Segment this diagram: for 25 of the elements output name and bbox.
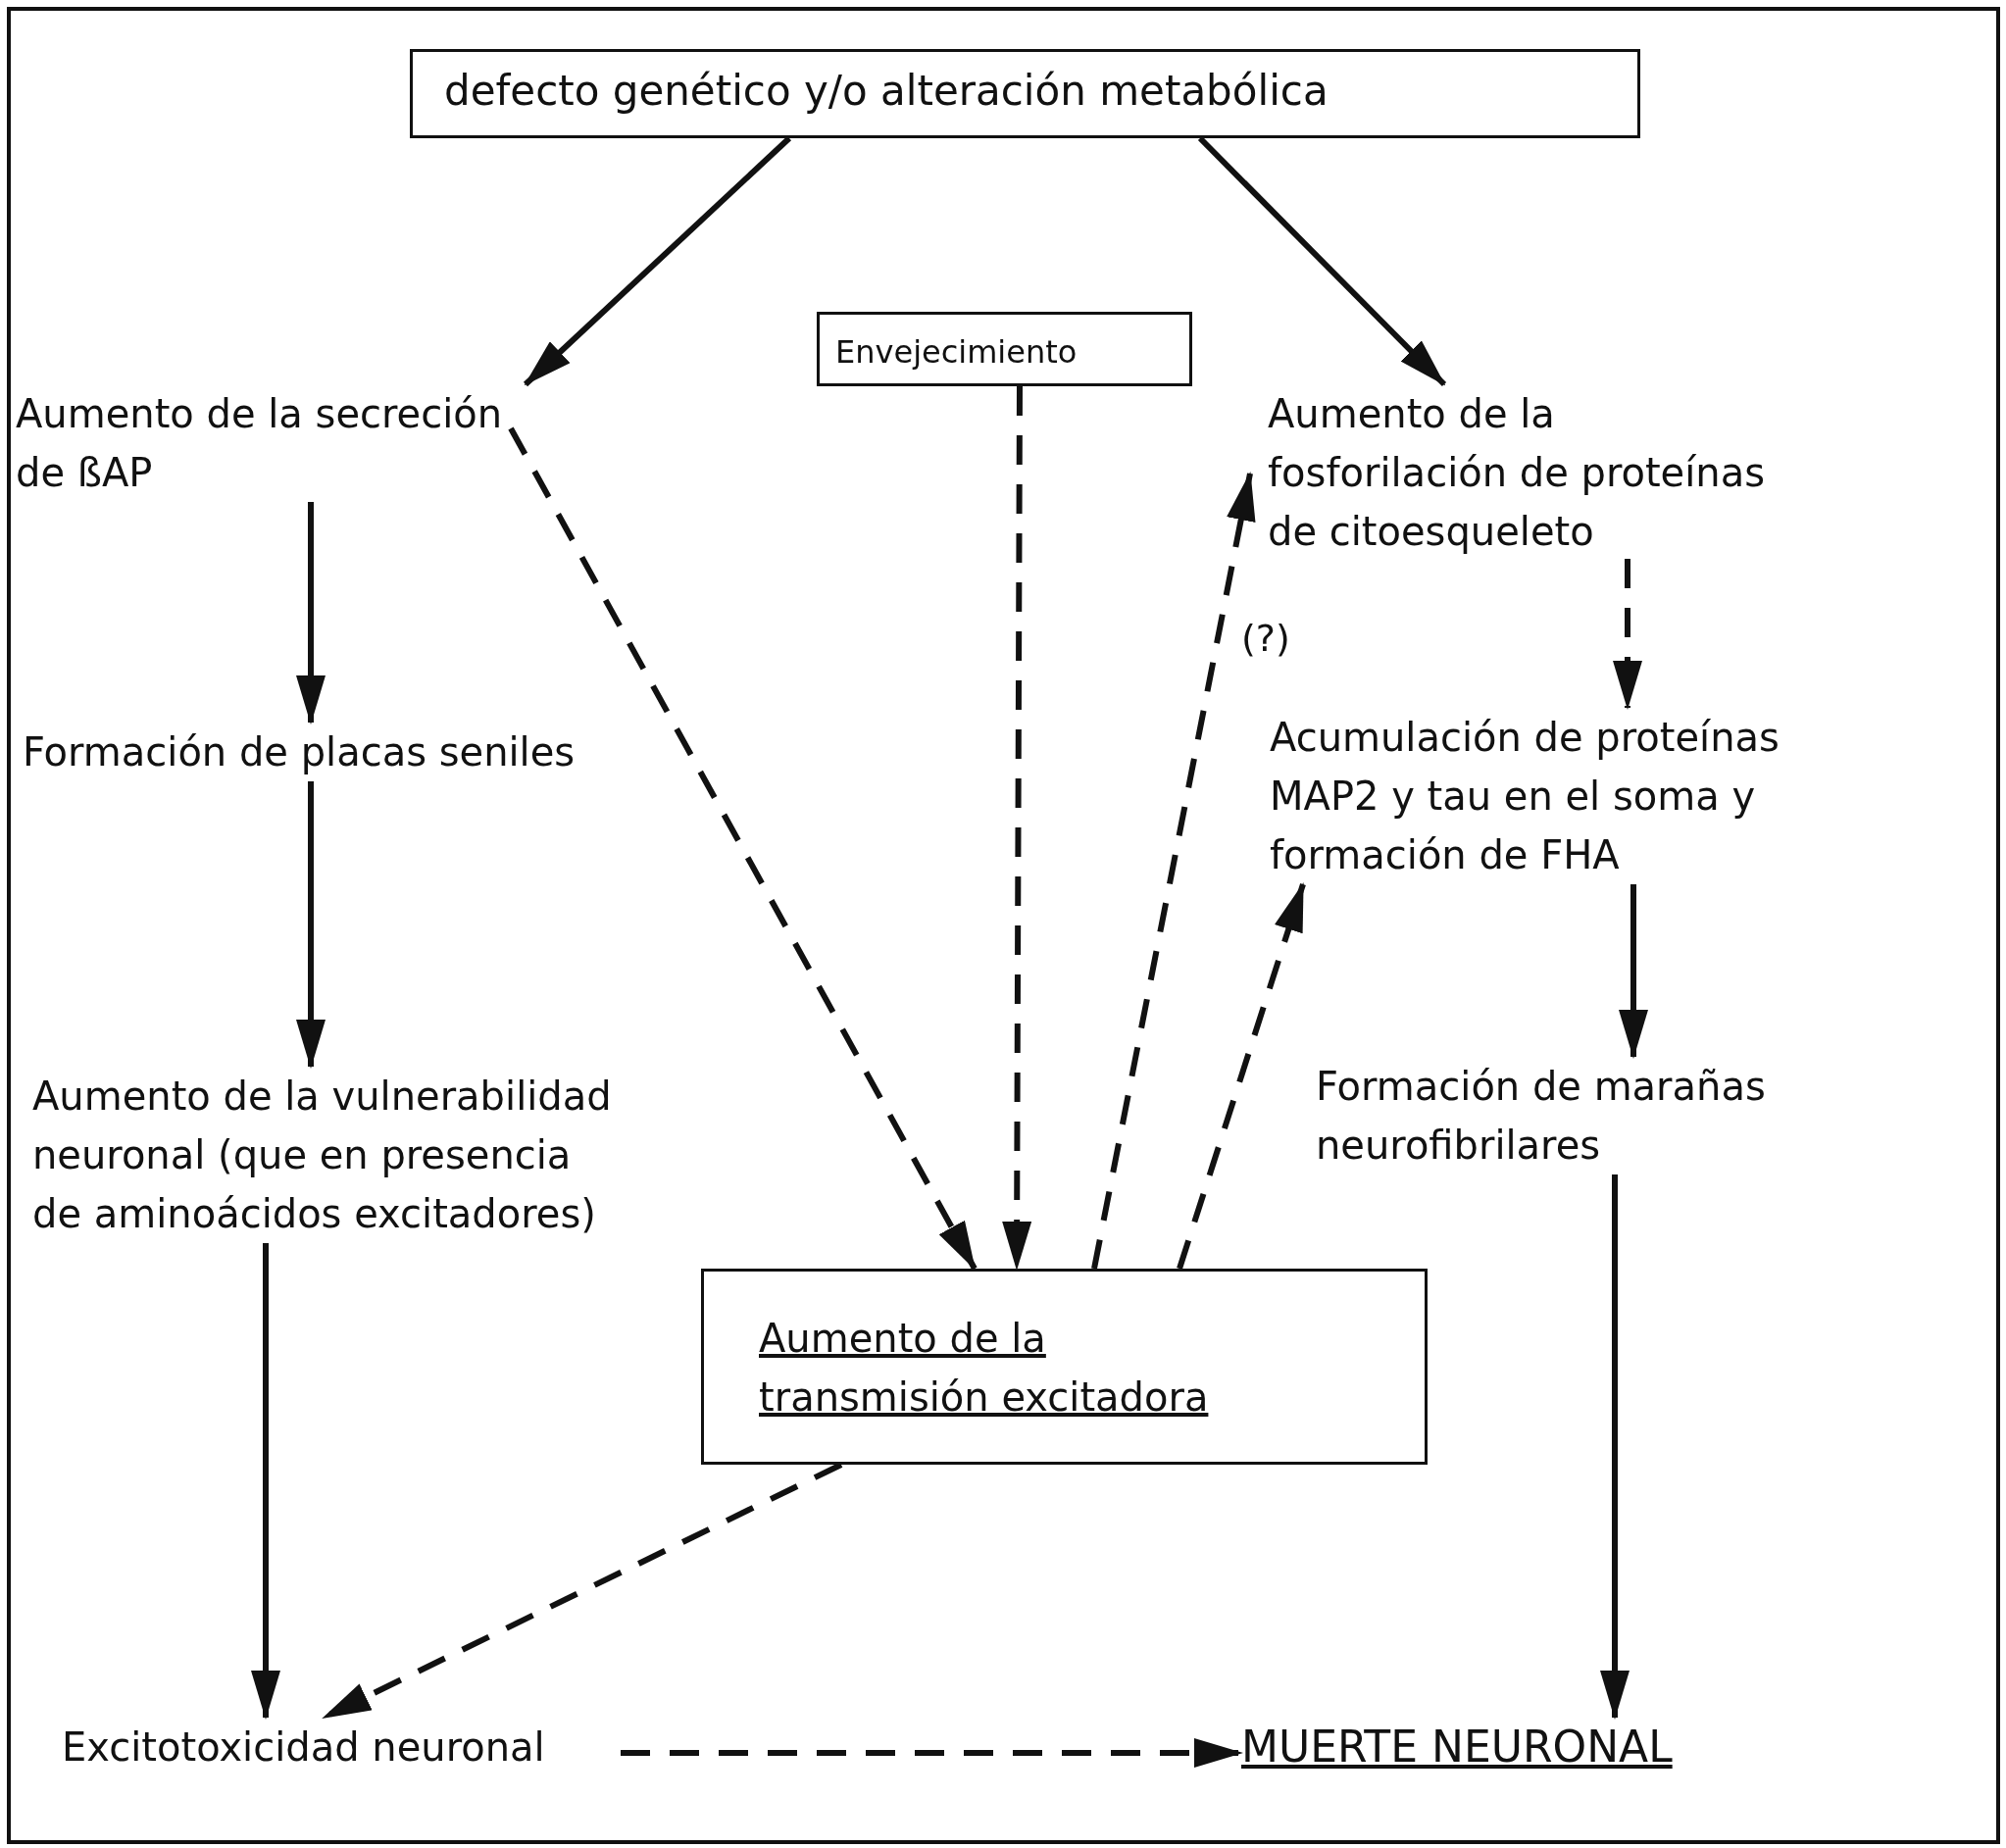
arrow xyxy=(1177,882,1306,1270)
box-text: Aumento de la transmisión excitadora xyxy=(759,1315,1210,1422)
box-text: Envejecimiento xyxy=(835,332,1078,373)
arrow xyxy=(1002,386,1032,1271)
process-box xyxy=(410,49,1640,138)
node-text: Aumento de la fosforilación de proteínas de citoesqueleto xyxy=(1268,390,1767,556)
node-text: Aumento de la vulnerabilidad neuronal (que en presencia de aminoácidos excitadores) xyxy=(32,1073,613,1238)
process-box xyxy=(817,312,1192,386)
arrow xyxy=(1613,559,1642,710)
arrow xyxy=(1600,1174,1630,1720)
box-text: defecto genético y/o alteración metabólica xyxy=(444,66,1329,117)
arrow xyxy=(296,502,326,724)
node-text: Excitotoxicidad neuronal xyxy=(62,1723,545,1772)
arrow xyxy=(1091,472,1256,1270)
node-text: MUERTE NEURONAL xyxy=(1241,1721,1673,1773)
arrow xyxy=(621,1738,1243,1768)
node-text: Formación de marañas neurofibrilares xyxy=(1316,1063,1767,1170)
node-text: Formación de placas seniles xyxy=(23,728,576,776)
node-text: Aumento de la secreción de ßAP xyxy=(16,390,504,497)
node-text: Acumulación de proteínas MAP2 y tau en el soma y formación de FHA xyxy=(1270,714,1780,879)
arrow xyxy=(251,1243,280,1720)
arrow xyxy=(508,426,978,1271)
process-box xyxy=(701,1269,1428,1465)
arrow xyxy=(1619,884,1648,1059)
arrow xyxy=(296,781,326,1069)
